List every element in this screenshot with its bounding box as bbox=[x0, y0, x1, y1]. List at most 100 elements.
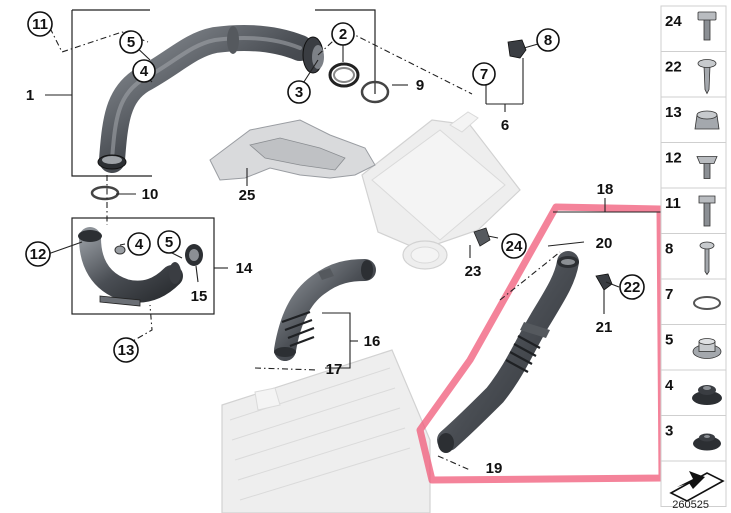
sidebar-part-number: 22 bbox=[665, 59, 682, 76]
callout-4-top: 4 bbox=[132, 59, 156, 83]
charge-air-pipe-upper bbox=[97, 25, 324, 173]
sidebar-part-number: 5 bbox=[665, 332, 673, 349]
sidebar-cell: 3 bbox=[660, 415, 727, 462]
part-thumbnail-icon bbox=[696, 156, 718, 179]
part-thumbnail-icon bbox=[698, 195, 716, 227]
sidebar-cell: 4 bbox=[660, 369, 727, 416]
air-duct-shield-ghost bbox=[209, 119, 376, 181]
label-1: 1 bbox=[26, 87, 34, 104]
label-4-b: 4 bbox=[135, 236, 144, 253]
label-7: 7 bbox=[480, 66, 488, 83]
part-thumbnail-icon bbox=[697, 59, 717, 95]
callout-19: 19 bbox=[486, 460, 503, 477]
sidebar-cell: 11 bbox=[660, 187, 727, 234]
sidebar-cell: 24 bbox=[660, 5, 727, 52]
sidebar-cell: 5 bbox=[660, 324, 727, 371]
part-thumbnail-icon bbox=[692, 338, 722, 359]
group-1-frame bbox=[45, 9, 376, 177]
callout-22: 22 bbox=[619, 274, 645, 300]
part-thumbnail-icon bbox=[693, 433, 721, 451]
sealing-ring-10 bbox=[90, 185, 120, 201]
label-25: 25 bbox=[239, 187, 256, 204]
clip-23 bbox=[473, 227, 491, 247]
label-6: 6 bbox=[501, 117, 509, 134]
sensor-clip-7 bbox=[507, 39, 527, 59]
callout-11: 11 bbox=[27, 11, 53, 37]
callout-23: 23 bbox=[465, 263, 482, 280]
sidebar-cell bbox=[660, 460, 727, 507]
part-thumbnail-icon bbox=[693, 296, 721, 310]
callout-21: 21 bbox=[596, 319, 613, 336]
label-4: 4 bbox=[140, 63, 149, 80]
sidebar-cell: 8 bbox=[660, 233, 727, 280]
part-thumbnail-icon bbox=[692, 385, 722, 405]
callout-14: 14 bbox=[236, 260, 253, 277]
callout-2: 2 bbox=[331, 22, 355, 46]
label-10: 10 bbox=[142, 186, 159, 203]
label-5: 5 bbox=[127, 34, 135, 51]
label-22: 22 bbox=[624, 279, 641, 296]
callout-25: 25 bbox=[239, 187, 256, 204]
sidebar-part-number: 8 bbox=[665, 241, 673, 258]
charge-air-hose-18 bbox=[437, 251, 579, 453]
label-16: 16 bbox=[364, 333, 381, 350]
elbow-pipe-12 bbox=[78, 227, 183, 307]
callout-16: 16 bbox=[364, 333, 381, 350]
air-filter-housing-ghost bbox=[361, 111, 521, 270]
sidebar-part-number: 24 bbox=[665, 13, 682, 30]
label-19: 19 bbox=[486, 460, 503, 477]
label-24: 24 bbox=[506, 238, 523, 255]
label-3: 3 bbox=[295, 84, 303, 101]
callout-13: 13 bbox=[113, 337, 139, 363]
label-8: 8 bbox=[544, 32, 552, 49]
callout-9: 9 bbox=[416, 77, 424, 94]
label-18: 18 bbox=[597, 181, 614, 198]
label-23: 23 bbox=[465, 263, 482, 280]
callout-8: 8 bbox=[536, 28, 560, 52]
sealing-part-15 bbox=[185, 244, 203, 266]
sidebar-part-number: 12 bbox=[665, 150, 682, 167]
sidebar-part-number: 11 bbox=[665, 195, 681, 212]
callout-24: 24 bbox=[501, 233, 527, 259]
callout-5-mid: 5 bbox=[157, 230, 181, 254]
callout-6: 6 bbox=[501, 117, 509, 134]
label-14: 14 bbox=[236, 260, 253, 277]
label-17: 17 bbox=[326, 361, 343, 378]
label-9: 9 bbox=[416, 77, 424, 94]
sidebar-cell: 13 bbox=[660, 96, 727, 143]
sidebar-cell: 22 bbox=[660, 51, 727, 98]
part-thumbnail-icon bbox=[699, 241, 715, 276]
sidebar-part-number: 13 bbox=[665, 104, 682, 121]
sealing-ring-9 bbox=[360, 80, 390, 104]
callout-20: 20 bbox=[596, 235, 613, 252]
callout-18: 18 bbox=[597, 181, 614, 198]
hose-clamp-2 bbox=[328, 62, 360, 88]
sidebar-part-number: 3 bbox=[665, 423, 673, 440]
part-thumbnail-icon bbox=[697, 11, 717, 41]
callout-10: 10 bbox=[142, 186, 159, 203]
direction-arrow-icon bbox=[669, 471, 725, 502]
callout-17: 17 bbox=[326, 361, 343, 378]
sidebar-part-number: 7 bbox=[665, 286, 673, 303]
charge-air-hose-16 bbox=[274, 259, 376, 361]
label-13: 13 bbox=[118, 342, 135, 359]
callout-5-top: 5 bbox=[119, 30, 143, 54]
label-21: 21 bbox=[596, 319, 613, 336]
part-thumbnail-icon bbox=[694, 110, 720, 130]
parts-sidebar: 24 22 13 12 11 8 7 5 4 3 bbox=[660, 5, 727, 507]
label-11: 11 bbox=[32, 16, 48, 33]
label-20: 20 bbox=[596, 235, 613, 252]
label-2: 2 bbox=[339, 26, 347, 43]
label-5-b: 5 bbox=[165, 234, 173, 251]
label-15: 15 bbox=[191, 288, 208, 305]
callout-15: 15 bbox=[191, 288, 208, 305]
sidebar-part-number: 4 bbox=[665, 377, 674, 394]
group-14-frame bbox=[71, 217, 228, 315]
sidebar-cell: 12 bbox=[660, 142, 727, 189]
reference-number: 260525 bbox=[672, 499, 709, 511]
callout-3-top: 3 bbox=[287, 80, 311, 104]
callout-7: 7 bbox=[472, 62, 496, 86]
sidebar-cell: 7 bbox=[660, 278, 727, 325]
callout-12: 12 bbox=[25, 241, 51, 267]
